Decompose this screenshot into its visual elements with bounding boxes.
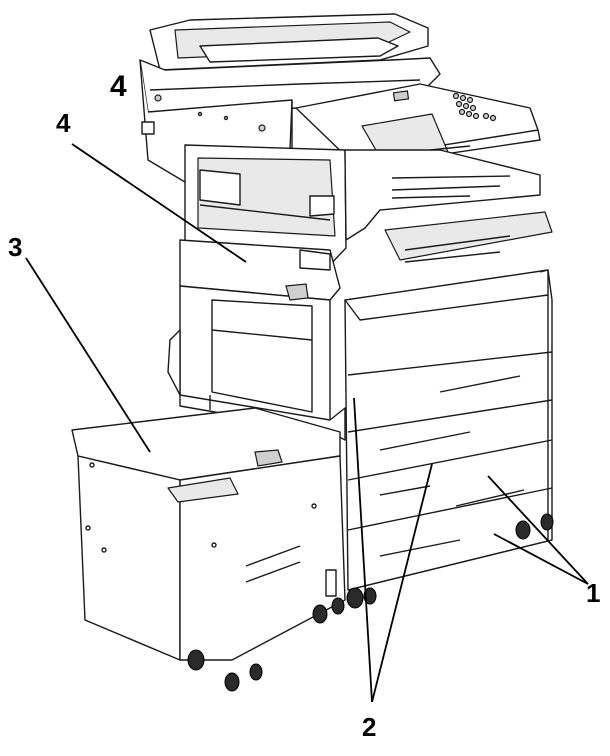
keypad-icon [452,92,497,122]
callout-high-capacity-feeder: 3 [8,232,22,262]
high-capacity-feeder [71,407,346,661]
drawer-casters [346,513,554,609]
printer-engine [184,144,553,271]
callout-drawers-1: 1 [586,578,600,608]
paper-drawers [344,269,553,591]
callout-scanner: 4 [110,70,127,103]
callout-drawers-2: 2 [362,712,376,742]
callout-finisher: 4 [56,108,71,138]
feeder-casters [187,597,345,692]
scanner-adf [139,13,441,113]
leader-lines [25,143,589,703]
